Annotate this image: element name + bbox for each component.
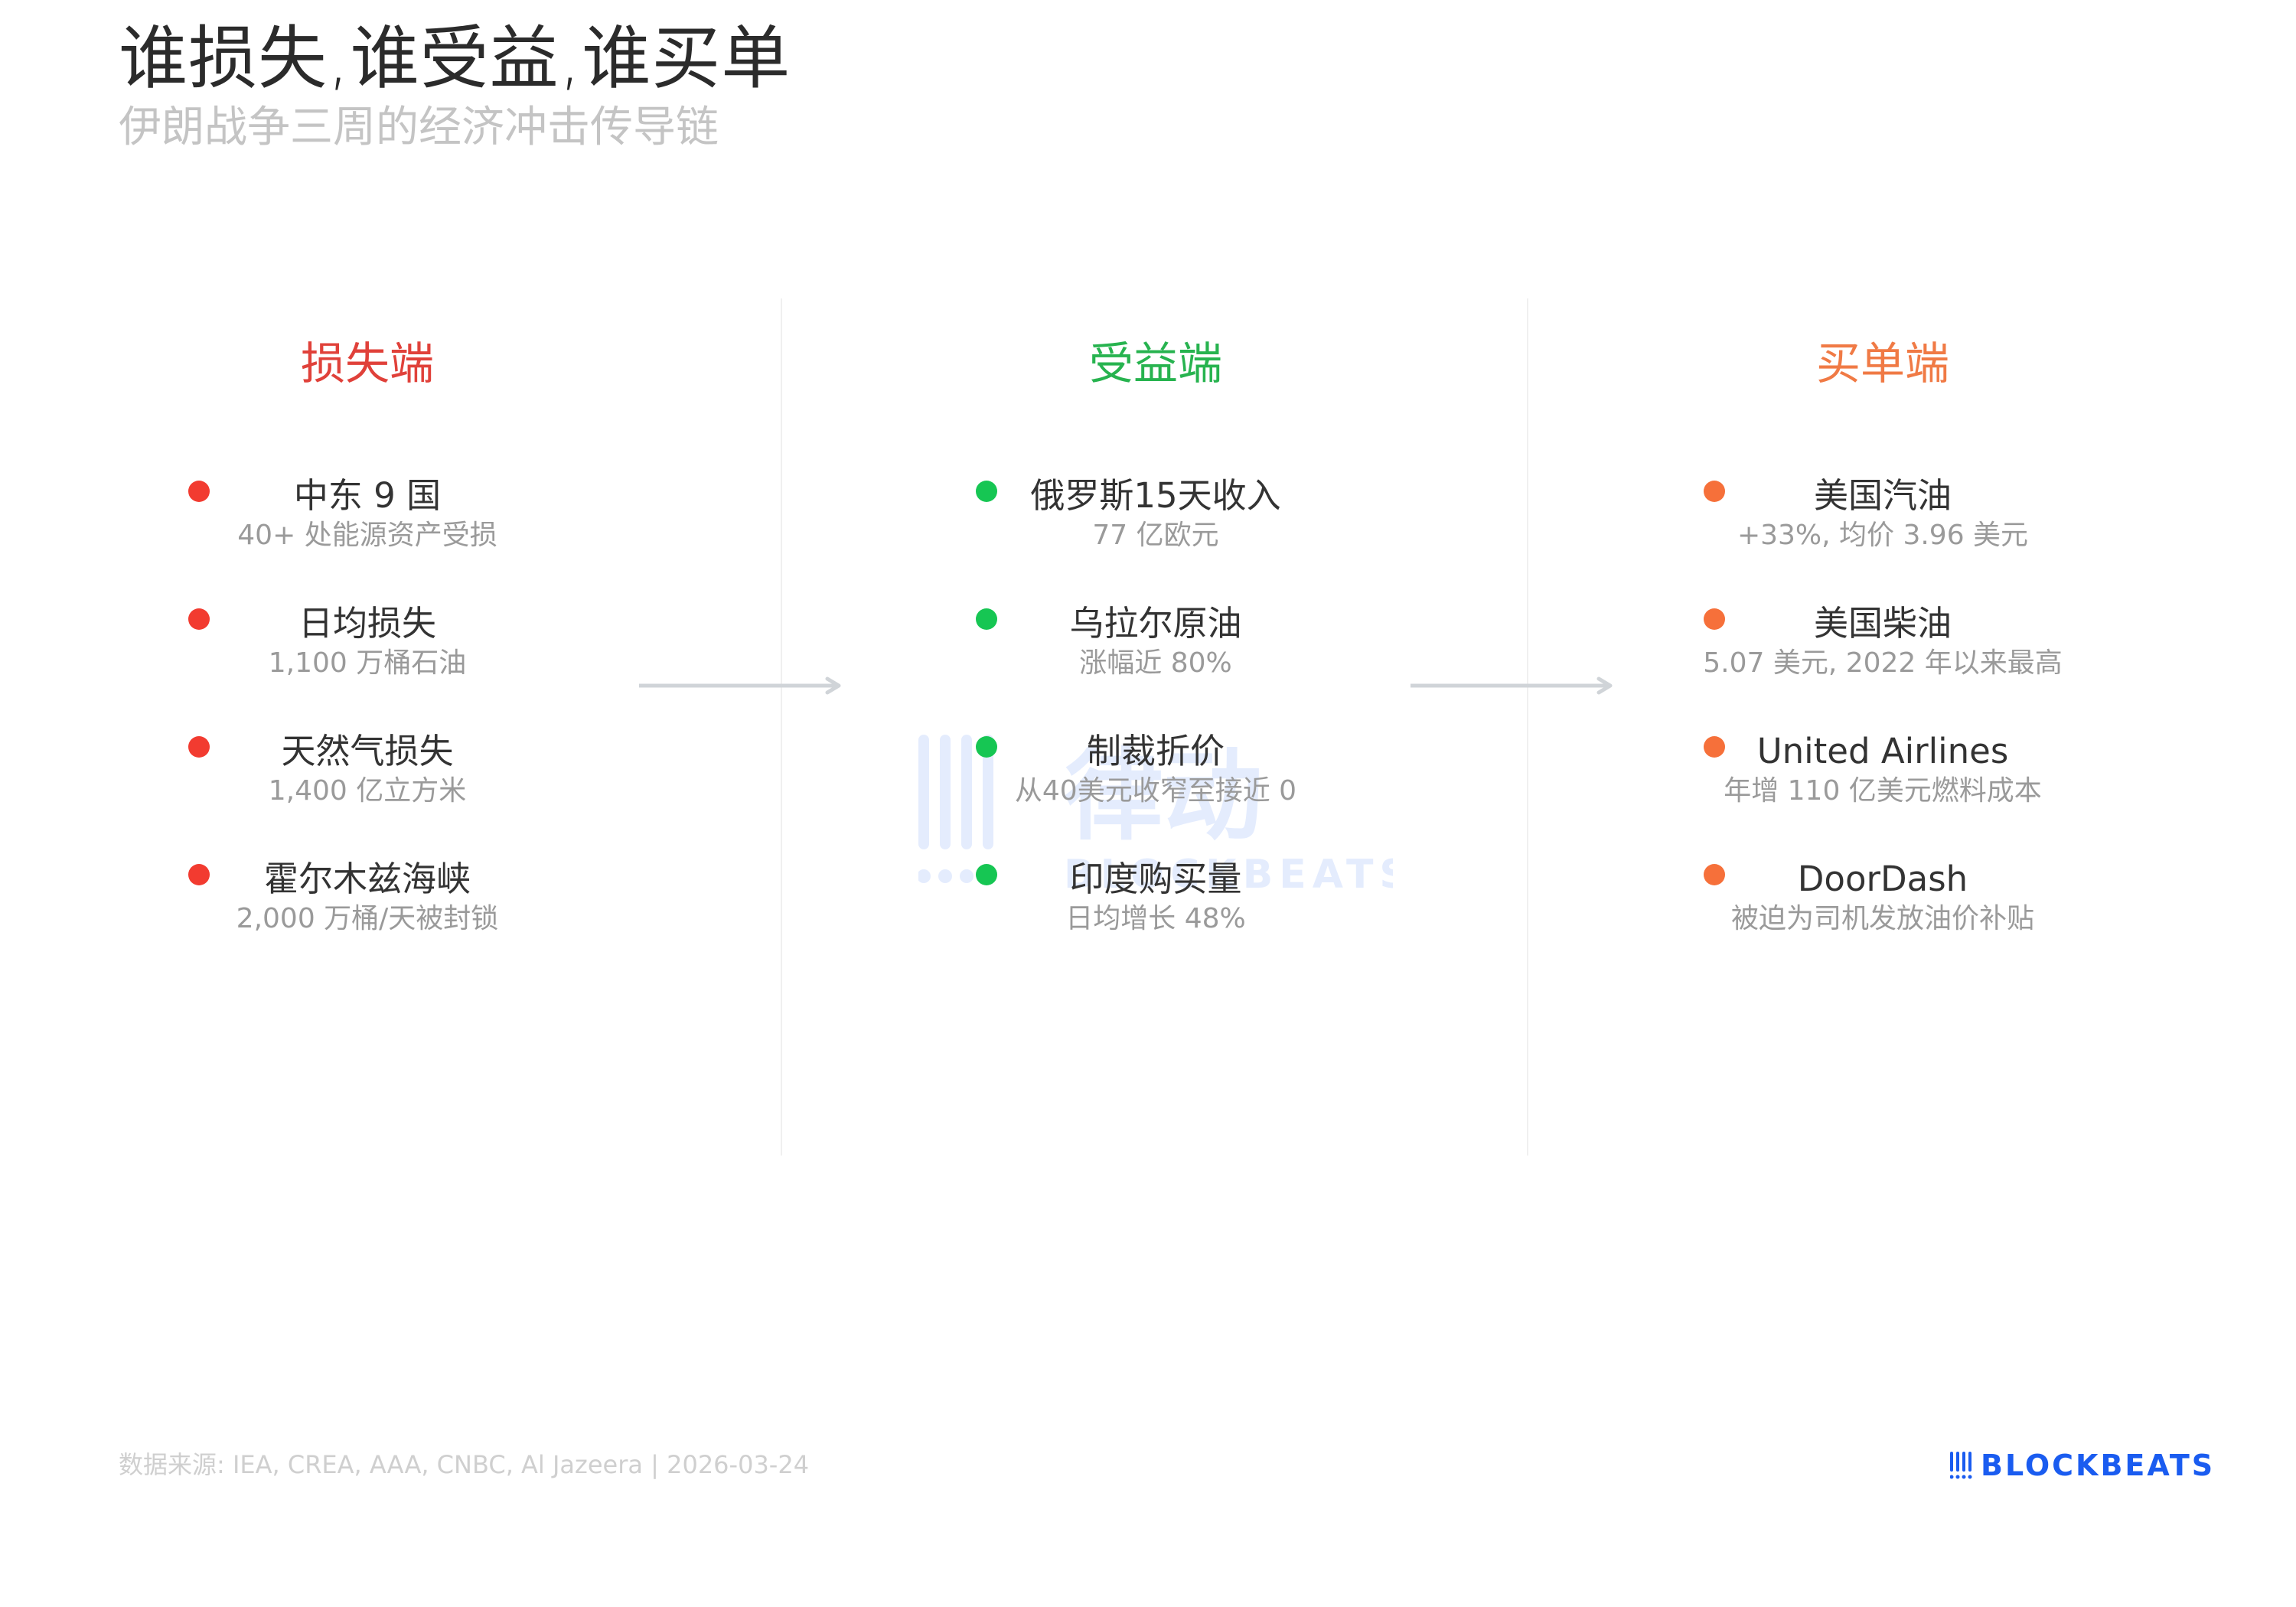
item-label: 天然气损失: [281, 731, 454, 771]
item-label: 俄罗斯15天收入: [1030, 475, 1281, 516]
item-detail: 1,400 亿立方米: [268, 775, 467, 807]
bullet-dot: [976, 864, 997, 885]
column-heading-loss: 损失端: [300, 337, 434, 390]
page-title: 谁损失,谁受益,谁买单: [119, 18, 791, 99]
bullet-dot: [976, 736, 997, 758]
list-item: 美国柴油 5.07 美元, 2022 年以来最高: [1623, 602, 2143, 709]
list-item: 霍尔木兹海峡 2,000 万桶/天被封锁: [107, 858, 628, 965]
column-payer: 买单端 美国汽油 +33%, 均价 3.96 美元 美国柴油 5.07 美元, …: [1623, 298, 2143, 1156]
bullet-dot: [1704, 608, 1725, 630]
blockbeats-logo: BLOCKBEATS: [1950, 1449, 2215, 1482]
list-item: 中东 9 国 40+ 处能源资产受损: [107, 474, 628, 582]
bullet-dot: [188, 736, 210, 758]
data-source-note: 数据来源: IEA, CREA, AAA, CNBC, Al Jazeera |…: [119, 1450, 810, 1479]
item-detail: 77 亿欧元: [1092, 520, 1219, 551]
bullet-dot: [976, 481, 997, 502]
item-detail: 2,000 万桶/天被封锁: [236, 903, 499, 934]
page-subtitle: 伊朗战争三周的经济冲击传导链: [119, 103, 719, 152]
bullet-dot: [188, 864, 210, 885]
list-item: 俄罗斯15天收入 77 亿欧元: [895, 474, 1416, 582]
list-item: United Airlines 年增 110 亿美元燃料成本: [1623, 730, 2143, 837]
list-item: 天然气损失 1,400 亿立方米: [107, 730, 628, 837]
list-item: 美国汽油 +33%, 均价 3.96 美元: [1623, 474, 2143, 582]
bullet-dot: [188, 481, 210, 502]
item-detail: 被迫为司机发放油价补贴: [1730, 903, 2034, 934]
list-item: 制裁折价 从40美元收窄至接近 0: [895, 730, 1416, 837]
bullet-dot: [976, 608, 997, 630]
item-label: 日均损失: [298, 603, 436, 644]
bullet-dot: [1704, 481, 1725, 502]
item-detail: 40+ 处能源资产受损: [237, 520, 497, 551]
bullet-dot: [188, 608, 210, 630]
list-item: 印度购买量 日均增长 48%: [895, 858, 1416, 965]
logo-text: BLOCKBEATS: [1981, 1449, 2216, 1482]
list-item: DoorDash 被迫为司机发放油价补贴: [1623, 858, 2143, 965]
item-detail: 日均增长 48%: [1065, 903, 1246, 934]
item-label: 乌拉尔原油: [1069, 603, 1242, 644]
item-detail: 涨幅近 80%: [1079, 647, 1232, 679]
column-divider: [781, 298, 782, 1156]
blockbeats-logo-icon: [1950, 1452, 1972, 1479]
item-label: 中东 9 国: [293, 475, 442, 516]
watermark-en-text: BLOCKBEATS: [1064, 852, 1393, 898]
bullet-dot: [1704, 736, 1725, 758]
list-item: 日均损失 1,100 万桶石油: [107, 602, 628, 709]
item-label: DoorDash: [1797, 859, 1968, 899]
item-label: 霍尔木兹海峡: [263, 859, 471, 899]
flow-arrow-icon: [1411, 676, 1613, 695]
item-label: 美国汽油: [1813, 475, 1952, 516]
column-heading-benefit: 受益端: [1088, 337, 1222, 390]
column-benefit: 受益端 俄罗斯15天收入 77 亿欧元 乌拉尔原油 涨幅近 80% 制裁折价 从…: [895, 298, 1416, 1156]
item-label: 美国柴油: [1813, 603, 1952, 644]
item-detail: 5.07 美元, 2022 年以来最高: [1703, 647, 2063, 679]
watermark-cn-text: 律动: [1064, 738, 1263, 854]
item-label: 制裁折价: [1086, 731, 1225, 771]
item-detail: 年增 110 亿美元燃料成本: [1724, 775, 2042, 807]
bullet-dot: [1704, 864, 1725, 885]
item-label: 印度购买量: [1069, 859, 1242, 899]
item-detail: 1,100 万桶石油: [268, 647, 467, 679]
list-item: 乌拉尔原油 涨幅近 80%: [895, 602, 1416, 709]
item-detail: +33%, 均价 3.96 美元: [1737, 520, 2029, 551]
flow-arrow-icon: [639, 676, 841, 695]
column-divider: [1527, 298, 1528, 1156]
column-loss: 损失端 中东 9 国 40+ 处能源资产受损 日均损失 1,100 万桶石油 天…: [107, 298, 628, 1156]
item-label: United Airlines: [1756, 731, 2009, 771]
column-heading-payer: 买单端: [1815, 337, 1949, 390]
item-detail: 从40美元收窄至接近 0: [1014, 775, 1297, 807]
